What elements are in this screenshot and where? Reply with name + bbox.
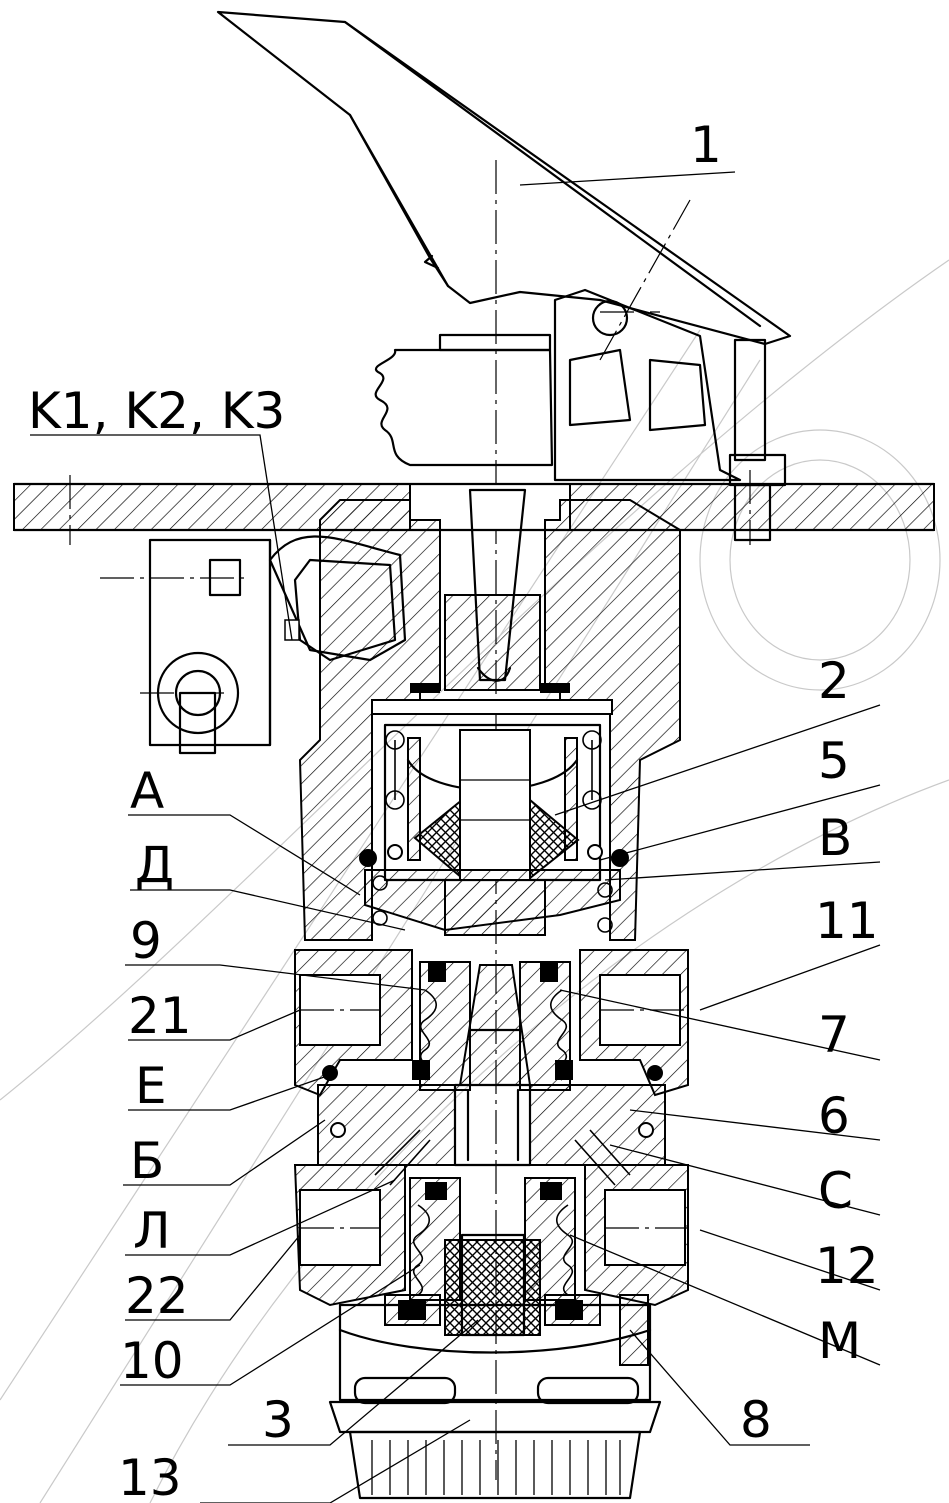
callout-12: 12: [815, 1237, 879, 1295]
bottom-cap: [328, 1303, 662, 1500]
switch-block: [148, 535, 407, 755]
callout-L: Л: [133, 1202, 171, 1260]
callout-6: 6: [818, 1087, 850, 1145]
lower-housing: [293, 1164, 690, 1366]
callout-2: 2: [818, 652, 850, 710]
pedal: [216, 10, 792, 542]
upper-springs: [372, 730, 613, 933]
callout-22: 22: [125, 1267, 189, 1325]
callouts: K1, K2, K3 1 2 5 А В Д 9 11 21 7 Е 6 Б С…: [28, 116, 879, 1503]
callout-k1-k2-k3: K1, K2, K3: [28, 382, 285, 440]
callout-3: 3: [262, 1391, 294, 1449]
callout-7: 7: [818, 1006, 850, 1064]
callout-1: 1: [690, 116, 722, 174]
callout-V: В: [818, 809, 852, 867]
callout-8: 8: [740, 1391, 772, 1449]
callout-5: 5: [818, 732, 850, 790]
middle-housing: [294, 949, 690, 1097]
callout-M: М: [818, 1312, 861, 1370]
callout-C: С: [818, 1162, 853, 1220]
leader-lines: [30, 171, 881, 1503]
callout-13: 13: [118, 1449, 182, 1503]
callout-B: Б: [130, 1132, 164, 1190]
callout-9: 9: [130, 912, 162, 970]
upper-housing: [298, 488, 681, 941]
callout-D: Д: [135, 836, 174, 894]
callout-E: Е: [135, 1057, 167, 1115]
callout-21: 21: [128, 987, 192, 1045]
callout-11: 11: [815, 892, 879, 950]
callout-10: 10: [120, 1332, 184, 1390]
piston-assembly: [359, 723, 629, 936]
callout-A: А: [130, 762, 164, 820]
